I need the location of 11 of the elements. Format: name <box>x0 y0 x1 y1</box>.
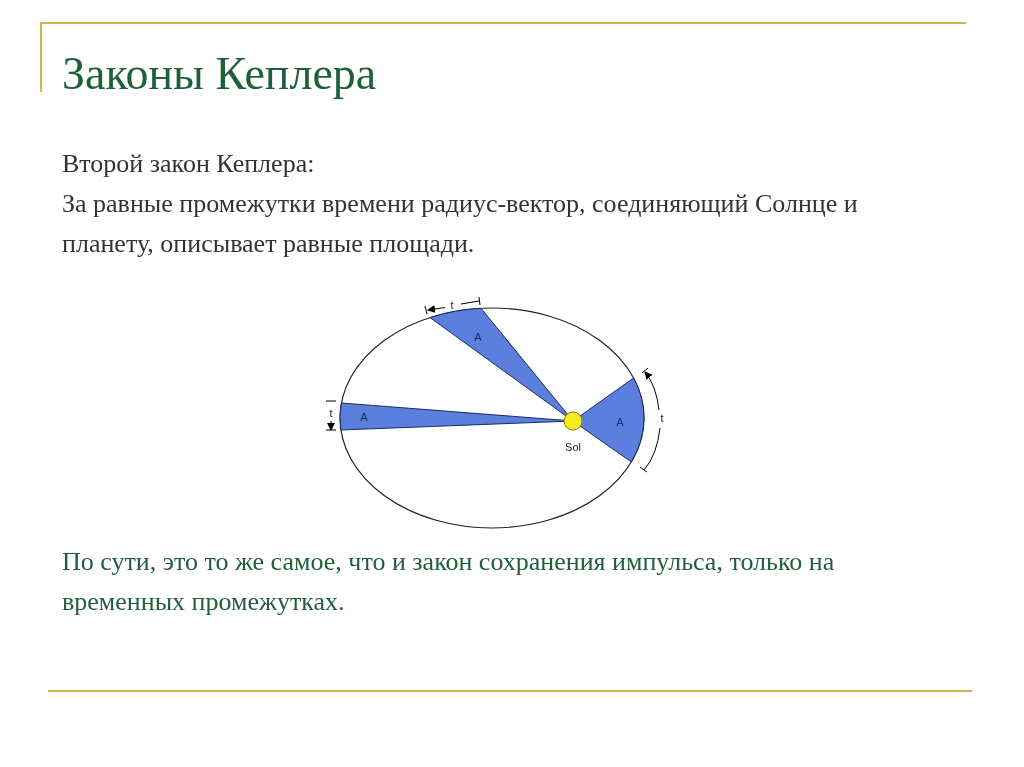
area-label: A <box>360 411 368 423</box>
body-text: За равные промежутки времени радиус-вектор, соединяющий Солнце и планету, описывает равные площади. <box>62 188 859 260</box>
time-label: t <box>329 407 333 419</box>
body-text: По сути, это то же самое, что и закон сохранения импульса, только на временных промежутках. <box>62 546 836 618</box>
sun-label: Sol <box>565 441 581 453</box>
subheading: Второй закон Кеплера: <box>62 148 316 180</box>
time-label: t <box>660 412 664 424</box>
area-label: A <box>616 416 624 428</box>
time-label: t <box>450 299 454 311</box>
title: Законы Кеплера <box>62 47 377 101</box>
area-label: A <box>474 331 482 343</box>
